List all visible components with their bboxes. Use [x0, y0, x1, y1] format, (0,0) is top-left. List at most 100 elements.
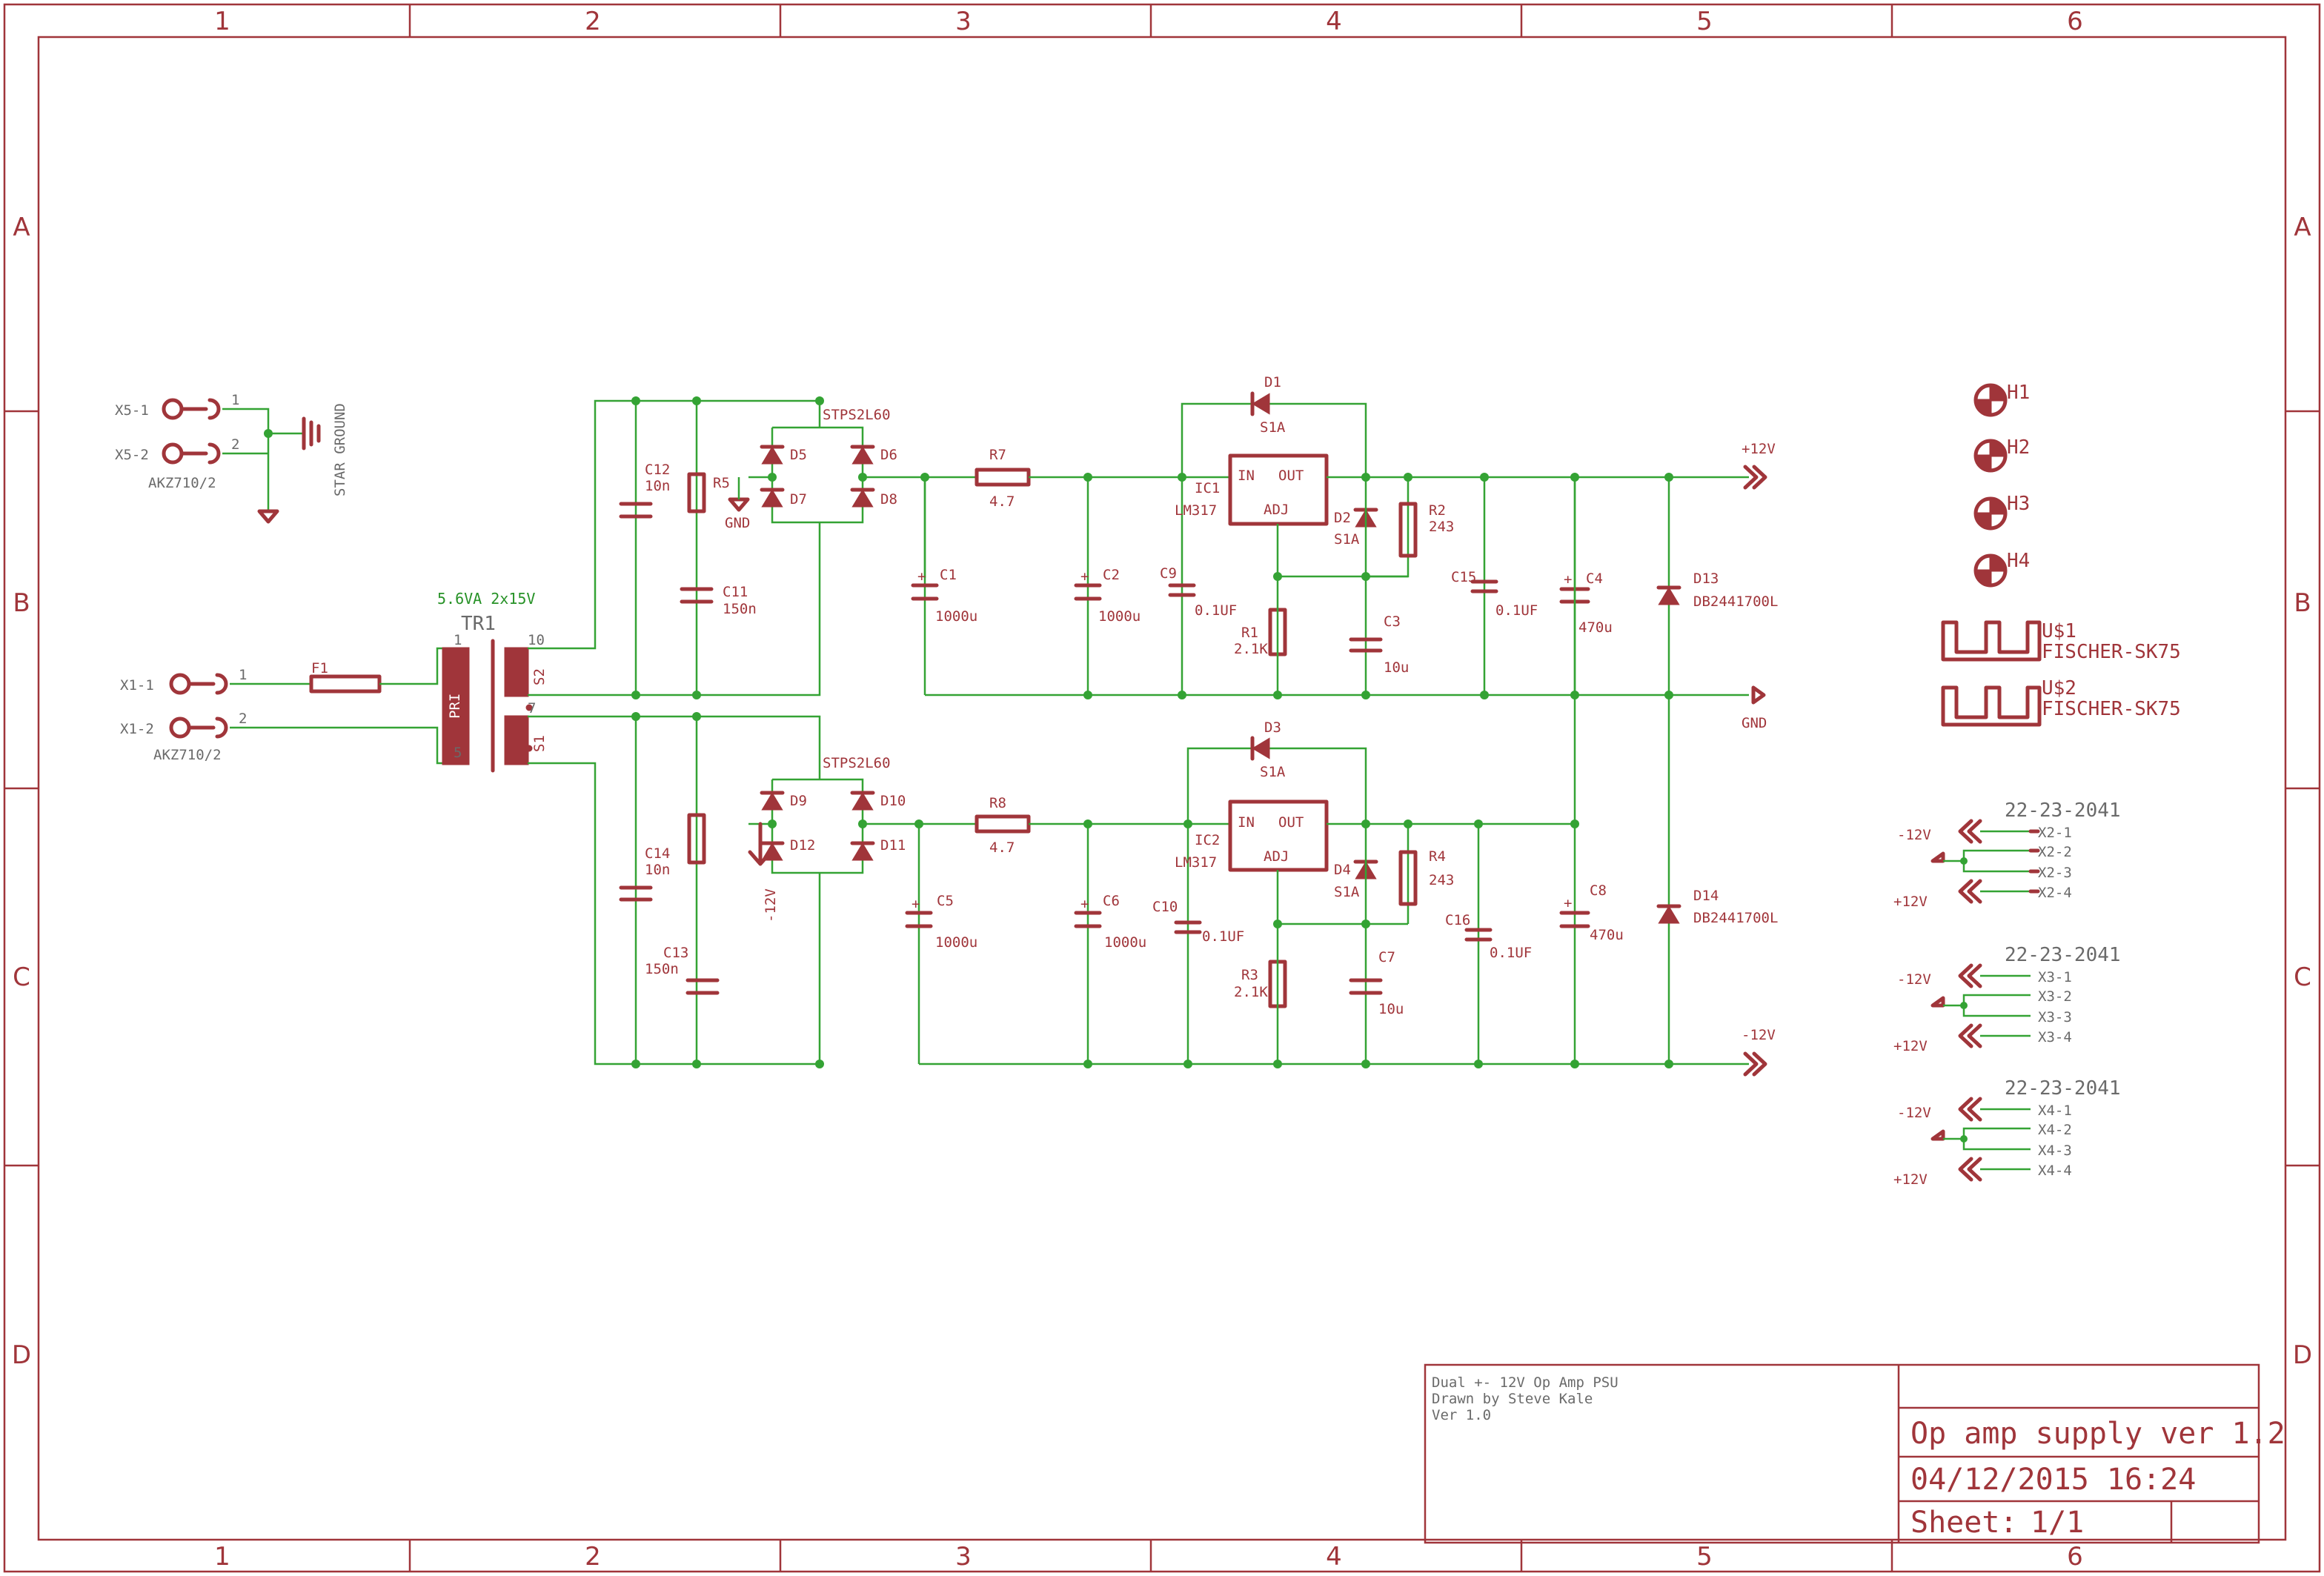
pos12-label: +12V — [1742, 441, 1776, 457]
u2-value: FISCHER-SK75 — [2042, 698, 2181, 720]
x2-pos: +12V — [1893, 894, 1928, 910]
title-desc-line-3: Ver 1.0 — [1432, 1407, 1491, 1423]
title-desc-line-1: Dual +- 12V Op Amp PSU — [1432, 1374, 1618, 1391]
c6-label: C6 — [1103, 893, 1120, 909]
tr1-name: TR1 — [461, 613, 496, 635]
col-label-bottom-3: 3 — [955, 1542, 972, 1572]
h2-label: H2 — [2007, 436, 2030, 459]
c3-label: C3 — [1384, 614, 1401, 630]
c12-label: C12 — [645, 462, 670, 478]
tr1-pin7: 7 — [528, 700, 536, 716]
x2-pin4: X2-4 — [2038, 885, 2072, 901]
gnd-small-label: GND — [725, 515, 750, 531]
tr1-pin10: 10 — [528, 632, 545, 648]
r8-label: R8 — [989, 795, 1006, 811]
c5-value: 1000u — [935, 934, 977, 951]
c4-plus: + — [1564, 571, 1572, 588]
r7-value: 4.7 — [989, 493, 1015, 510]
ic2-adj: ADJ — [1264, 848, 1289, 865]
x3-part: 22-23-2041 — [2005, 944, 2121, 966]
x1-1-label: X1-1 — [120, 677, 154, 694]
ic1-label: IC1 — [1195, 480, 1220, 496]
tr1-pri: PRI — [447, 694, 463, 719]
x2-part: 22-23-2041 — [2005, 799, 2121, 822]
col-label-top-5: 5 — [1696, 7, 1713, 36]
c2-value: 1000u — [1098, 608, 1141, 625]
c15-label: C15 — [1451, 569, 1476, 585]
sheet-label: Sheet: — [1910, 1506, 2018, 1540]
x2-pin3: X2-3 — [2038, 865, 2072, 881]
r3-value: 2.1K — [1234, 984, 1268, 1000]
d3-value: S1A — [1260, 764, 1286, 780]
sheet-number: 1/1 — [2031, 1506, 2084, 1540]
c16-value: 0.1UF — [1490, 945, 1532, 961]
c11-label: C11 — [723, 584, 748, 600]
d13-value: DB2441700L — [1693, 594, 1778, 610]
col-label-top-4: 4 — [1326, 7, 1342, 36]
connector-x4: 22-23-2041 X4-1 X4-2 X4-3 X4-4 -12V +12V — [1893, 1077, 2121, 1188]
r2-label: R2 — [1429, 502, 1446, 519]
col-label-top-1: 1 — [214, 7, 230, 36]
d1-value: S1A — [1260, 419, 1286, 436]
title-block: Dual +- 12V Op Amp PSU Drawn by Steve Ka… — [1424, 1363, 2285, 1544]
col-label-top-2: 2 — [585, 7, 601, 36]
x3-pin2: X3-2 — [2038, 988, 2072, 1005]
drawing-title: Op amp supply ver 1.2 — [1910, 1417, 2285, 1451]
row-label-right-d: D — [2293, 1340, 2312, 1370]
ic2-part: LM317 — [1175, 854, 1217, 871]
x4-pin2: X4-2 — [2038, 1122, 2072, 1138]
positive-regulator: R7 4.7 + C1 1000u + C2 1000u C9 0.1UF IC… — [911, 374, 1778, 731]
x4-pin4: X4-4 — [2038, 1163, 2072, 1179]
c11-value: 150n — [723, 601, 757, 617]
ic1-part: LM317 — [1175, 502, 1217, 519]
c4-label: C4 — [1586, 571, 1603, 587]
x3-pin4: X3-4 — [2038, 1029, 2072, 1045]
x2-pin1: X2-1 — [2038, 825, 2072, 841]
c12-value: 10n — [645, 478, 670, 494]
col-label-top-3: 3 — [955, 7, 972, 36]
x3-pin3: X3-3 — [2038, 1009, 2072, 1025]
neg12-label: -12V — [1742, 1027, 1776, 1043]
u1-value: FISCHER-SK75 — [2042, 641, 2181, 663]
d3-label: D3 — [1264, 719, 1281, 736]
x5-pin1: 1 — [231, 392, 239, 408]
row-label-left-d: D — [12, 1340, 31, 1370]
x5-pin2: 2 — [231, 436, 239, 453]
tr1-s2: S2 — [531, 668, 548, 685]
d2-label: D2 — [1334, 510, 1351, 526]
stps-bot-label: STPS2L60 — [823, 755, 891, 771]
c13-label: C13 — [663, 945, 688, 961]
neg12-small-label: -12V — [763, 888, 779, 922]
c8-value: 470u — [1590, 927, 1624, 943]
c15-value: 0.1UF — [1495, 602, 1538, 619]
h3-label: H3 — [2007, 493, 2030, 515]
r1-value: 2.1K — [1234, 641, 1268, 657]
col-label-bottom-6: 6 — [2067, 1542, 2083, 1572]
connector-x2: 22-23-2041 X2-1 X2-2 X2-3 X2-4 -12V +12V — [1893, 799, 2121, 910]
x4-pos: +12V — [1893, 1171, 1928, 1188]
row-label-left-b: B — [13, 588, 30, 618]
x1-pin2: 2 — [239, 711, 247, 727]
r3-label: R3 — [1241, 967, 1258, 983]
d7-label: D7 — [790, 491, 807, 508]
col-label-bottom-2: 2 — [585, 1542, 601, 1572]
col-label-bottom-1: 1 — [214, 1542, 230, 1572]
c2-label: C2 — [1103, 567, 1120, 583]
x3-neg: -12V — [1897, 971, 1931, 988]
hole-h1 — [1973, 383, 2008, 417]
x4-neg: -12V — [1897, 1105, 1931, 1121]
c6-value: 1000u — [1104, 934, 1146, 951]
row-label-right-b: B — [2294, 588, 2311, 618]
x5-star-ground: X5-1 X5-2 1 2 AKZ710/2 STAR GROUND — [115, 392, 348, 524]
tr1-pin1: 1 — [454, 632, 462, 648]
title-desc-line-2: Drawn by Steve Kale — [1432, 1391, 1593, 1407]
r5-label: R5 — [713, 475, 730, 491]
r4-value: 243 — [1429, 872, 1454, 888]
c1-plus: + — [917, 568, 926, 585]
x2-neg: -12V — [1897, 827, 1931, 843]
c8-plus: + — [1564, 895, 1572, 911]
c1-label: C1 — [940, 567, 957, 583]
ic2-out: OUT — [1278, 814, 1304, 831]
x3-pin1: X3-1 — [2038, 969, 2072, 985]
